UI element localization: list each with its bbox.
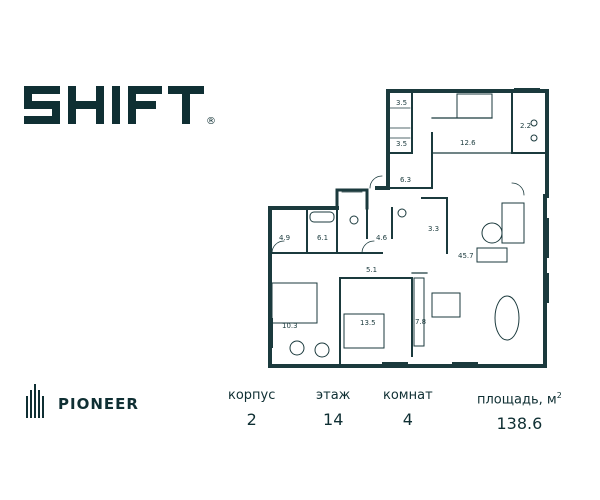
- room-area-label: 2.2: [520, 122, 531, 130]
- stat-value: 138.6: [496, 414, 543, 434]
- registered-mark: ®: [206, 116, 216, 127]
- shift-logo: [24, 86, 204, 124]
- room-area-label: 45.7: [458, 252, 474, 260]
- stat-building: корпус 2: [228, 388, 275, 430]
- stat-value: 14: [323, 410, 344, 429]
- stat-label-sup: 2: [556, 391, 562, 400]
- room-area-label: 10.3: [282, 322, 298, 330]
- room-area-label: 3.5: [396, 99, 407, 107]
- stat-area: площадь, м2 138.6: [477, 388, 562, 434]
- stat-label: площадь, м2: [477, 388, 562, 408]
- stat-label: комнат: [383, 388, 433, 403]
- stat-floor: этаж 14: [316, 388, 350, 430]
- room-area-label: 6.1: [317, 234, 328, 242]
- stat-value: 4: [402, 410, 413, 429]
- room-area-label: 12.6: [460, 139, 476, 147]
- stat-rooms: комнат 4: [383, 388, 433, 430]
- pioneer-bars-icon: [26, 384, 44, 418]
- stat-label: этаж: [316, 388, 351, 403]
- shift-logo-graphic: [24, 86, 204, 124]
- room-area-label: 5.1: [366, 266, 377, 274]
- room-area-label: 4.9: [279, 234, 290, 242]
- stat-label-text: площадь, м: [477, 392, 557, 408]
- pioneer-logo: PIONEER: [26, 384, 139, 418]
- stat-label: корпус: [228, 388, 276, 403]
- floor-plan-drawing: 3.5 12.6 2.2 3.5 6.3 4.9 6.1 4.6 3.3 45.…: [268, 88, 549, 368]
- floor-plan: 3.5 12.6 2.2 3.5 6.3 4.9 6.1 4.6 3.3 45.…: [262, 88, 562, 382]
- room-area-label: 3.5: [396, 140, 407, 148]
- stat-value: 2: [246, 410, 257, 429]
- room-area-label: 3.3: [428, 225, 439, 233]
- pioneer-wordmark: PIONEER: [58, 395, 139, 413]
- room-area-label: 6.3: [400, 176, 411, 184]
- room-area-label: 13.5: [360, 319, 376, 327]
- room-area-label: 7.8: [415, 318, 426, 326]
- room-area-label: 4.6: [376, 234, 388, 242]
